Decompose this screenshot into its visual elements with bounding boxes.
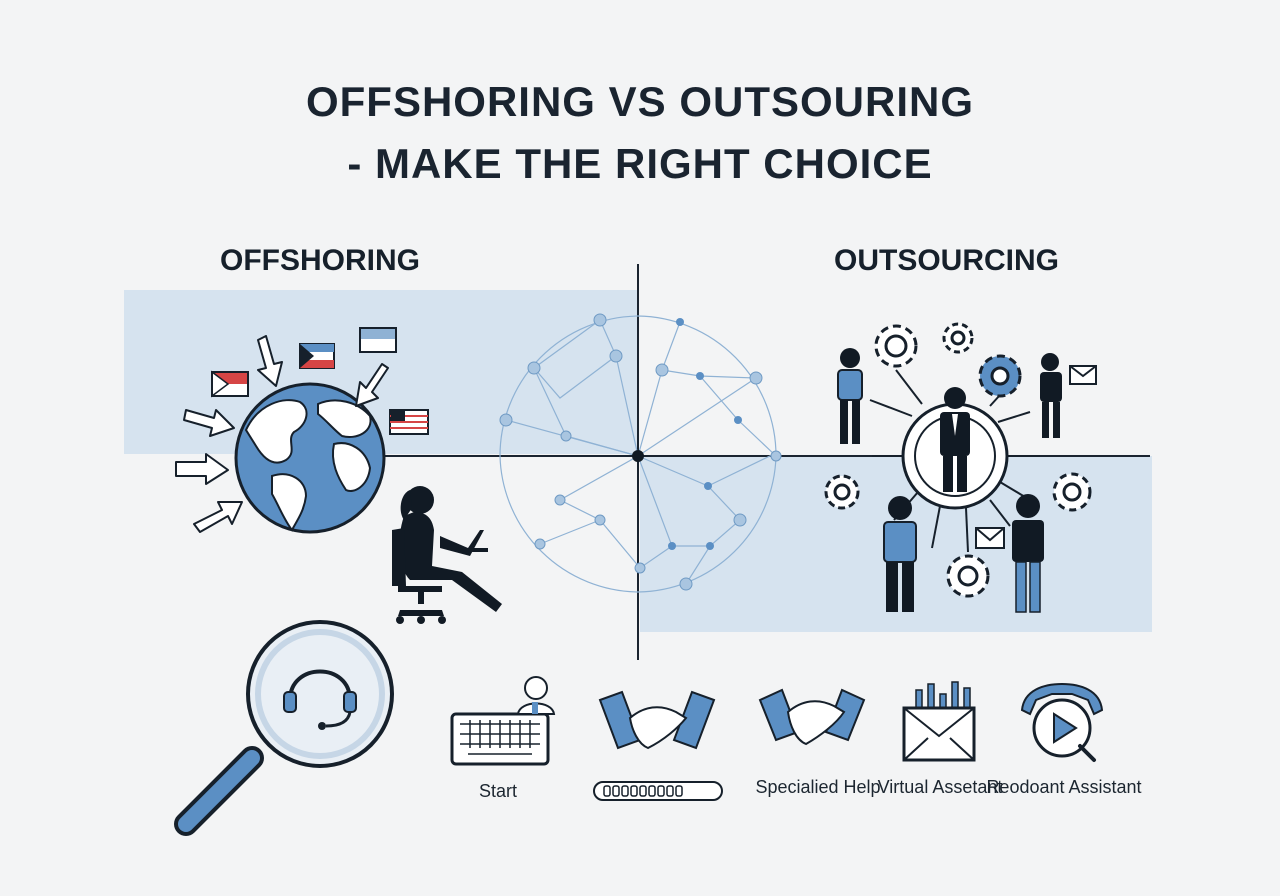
progress-bar-segments <box>603 785 683 797</box>
mail-chart-icon <box>902 681 976 762</box>
keyboard-user-icon <box>450 676 556 766</box>
outsourcing-label: OUTSOURCING <box>834 244 1059 277</box>
magnifier-headset-icon <box>174 620 394 836</box>
flag-blue-white-icon <box>359 327 397 353</box>
offshoring-label: OFFSHORING <box>220 244 420 277</box>
network-nodes <box>499 313 782 591</box>
progress-segment <box>612 785 620 797</box>
person-with-mail-icon <box>1040 353 1097 438</box>
caption-specialied-help: Specialied Help <box>755 777 881 797</box>
flag-stripes-icon <box>299 343 335 369</box>
handshake-progress-icon <box>593 690 723 801</box>
progress-segment <box>648 785 656 797</box>
manager-icon <box>940 387 970 492</box>
flag-us-icon <box>389 409 429 435</box>
gear-icons <box>824 322 1092 598</box>
play-gear-icon <box>1020 682 1104 762</box>
people-icons <box>837 348 1097 613</box>
person-man-right-icon <box>975 494 1044 613</box>
globe-icon <box>234 382 386 534</box>
gear-icon <box>1052 472 1092 512</box>
progress-segment <box>603 785 611 797</box>
gear-icon <box>946 554 990 598</box>
network-globe-icon <box>499 315 777 593</box>
page-title-line-2: - MAKE THE RIGHT CHOICE <box>347 140 933 187</box>
progress-segment <box>675 785 683 797</box>
page-title-line-1: OFFSHORING VS OUTSOURING <box>305 78 975 125</box>
person-woman-left-icon <box>837 348 863 444</box>
flag-red-white-icon <box>211 370 249 398</box>
inbound-arrows-icon <box>175 335 389 533</box>
person-man-left-icon <box>883 496 917 612</box>
gear-icon <box>942 322 974 354</box>
caption-virtual-assetant: Virtual Assetant <box>877 777 1003 797</box>
progress-segment <box>639 785 647 797</box>
caption-reodoant-assistant: Reodoant Assistant <box>986 777 1142 797</box>
remote-worker-icon <box>392 486 502 624</box>
progress-segment <box>657 785 665 797</box>
flag-icons <box>211 327 429 435</box>
handshake-icon <box>758 688 866 746</box>
progress-segment <box>630 785 638 797</box>
gear-icon <box>824 474 860 510</box>
gear-icon <box>874 324 918 368</box>
progress-segment <box>621 785 629 797</box>
gear-icon <box>978 354 1022 398</box>
progress-segment <box>666 785 674 797</box>
caption-start: Start <box>478 781 517 801</box>
